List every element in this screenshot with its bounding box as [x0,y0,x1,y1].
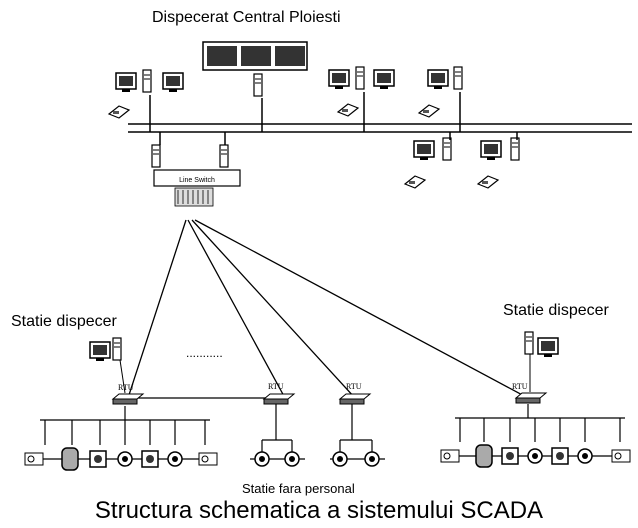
unmanned-station-label: Statie fara personal [242,481,355,496]
workstation-5 [404,137,452,189]
svg-text:RTU: RTU [118,383,134,392]
field-devices-mid [250,404,385,460]
dispatch-station-right-label: Statie dispecer [503,302,609,319]
workstation-3 [328,66,395,117]
field-bus-left [30,406,215,460]
svg-text:RTU: RTU [512,382,528,391]
rtu-1: RTU [112,383,144,405]
station-ellipsis: ........... [186,346,223,360]
line-switch-label: Line Switch [179,177,215,184]
video-wall [202,41,308,71]
line-switch: Line Switch [151,144,241,207]
svg-text:RTU: RTU [268,382,284,391]
workstation-4 [418,66,463,118]
dispatch-pc-right [524,331,559,392]
rtu-4: RTU [512,382,547,404]
workstation-1 [108,69,184,119]
dispatch-pc-left [89,337,126,394]
rtu-3: RTU [339,382,371,405]
workstation-2 [253,73,263,97]
svg-text:RTU: RTU [346,382,362,391]
lan-backbone [128,92,632,145]
wan-links [127,219,529,399]
diagram-caption: Structura schematica a sistemului SCADA [94,497,544,524]
control-center-title: Dispecerat Central Ploiesti [152,9,341,26]
rtu-2: RTU [263,382,295,405]
field-bus-right [445,404,630,457]
dispatch-station-left-label: Statie dispecer [11,313,117,330]
workstation-6 [477,137,520,189]
